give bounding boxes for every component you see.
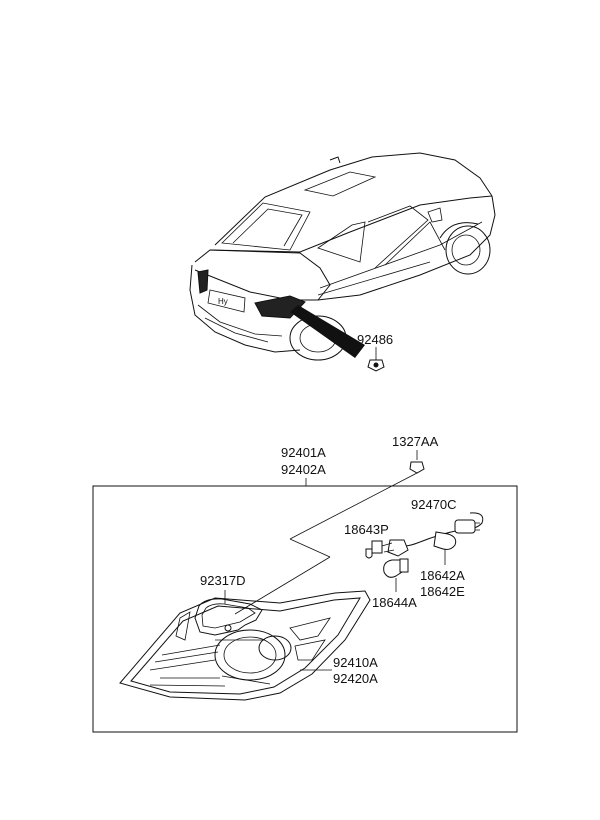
- assembly-frame: [92, 485, 518, 733]
- label-gasket: 92317D: [200, 573, 246, 588]
- tail-lamp: [119, 590, 371, 701]
- label-bulb-med: 18644A: [372, 595, 417, 610]
- label-bulb-a: 18642A: [420, 568, 465, 583]
- socket-harness: [371, 512, 484, 557]
- label-assy-1: 92401A: [281, 445, 326, 460]
- screw-part: [409, 461, 425, 474]
- label-bolt: 92486: [357, 332, 393, 347]
- bolt-part: [367, 347, 385, 372]
- label-assy-2: 92402A: [281, 462, 326, 477]
- label-lens-1: 92410A: [333, 655, 378, 670]
- label-socket: 92470C: [411, 497, 457, 512]
- car-illustration: Hy: [189, 152, 496, 361]
- bulb-a: [433, 531, 457, 565]
- bulb-medium: [383, 558, 409, 592]
- label-lens-2: 92420A: [333, 671, 378, 686]
- small-bulb: [365, 548, 373, 559]
- svg-text:Hy: Hy: [218, 297, 228, 306]
- label-bulb-e: 18642E: [420, 584, 465, 599]
- label-screw: 1327AA: [392, 434, 439, 449]
- label-bulb-small: 18643P: [344, 522, 389, 537]
